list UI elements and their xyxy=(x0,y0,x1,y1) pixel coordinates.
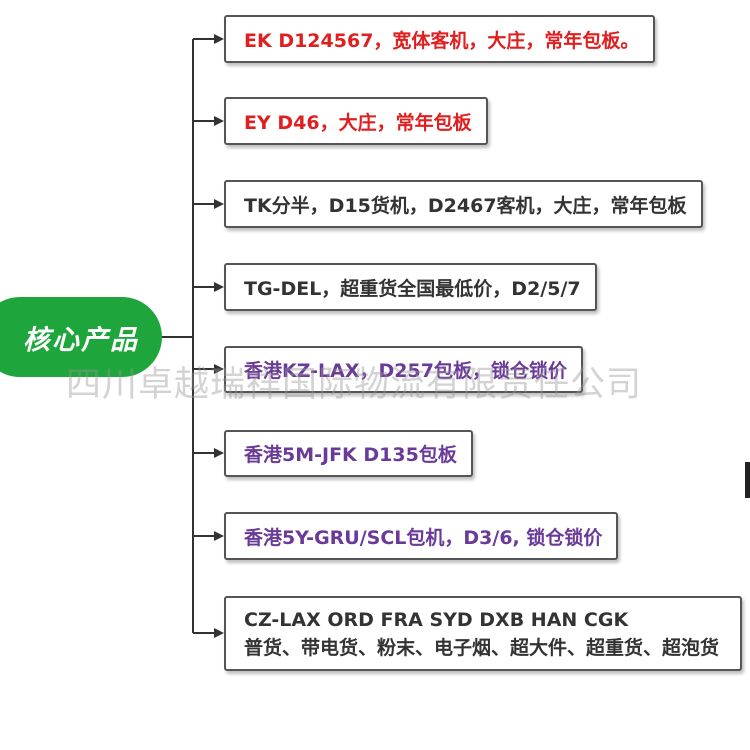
product-box-3: TK分半，D15货机，D2467客机，大庄，常年包板 xyxy=(224,180,703,228)
branch-arrow-6 xyxy=(193,448,224,458)
branch-arrow-1 xyxy=(193,34,224,44)
edge-mark xyxy=(745,462,750,498)
branch-arrow-4 xyxy=(193,282,224,292)
product-text-8-line1: CZ-LAX ORD FRA SYD DXB HAN CGK xyxy=(244,608,629,631)
root-node: 核心产品 xyxy=(0,297,162,377)
branch-arrow-8 xyxy=(193,628,224,638)
product-text-1: EK D124567，宽体客机，大庄，常年包板。 xyxy=(244,29,640,52)
branch-arrow-5 xyxy=(193,364,224,374)
product-text-7: 香港5Y-GRU/SCL包机，D3/6, 锁仓锁价 xyxy=(244,526,603,549)
product-text-2: EY D46，大庄，常年包板 xyxy=(244,111,472,134)
branch-arrow-3 xyxy=(193,199,224,209)
product-box-2: EY D46，大庄，常年包板 xyxy=(224,97,488,145)
product-text-5: 香港KZ-LAX，D257包板，锁仓锁价 xyxy=(244,360,567,382)
branch-arrow-2 xyxy=(193,116,224,126)
root-label: 核心产品 xyxy=(23,324,139,356)
product-text-4: TG-DEL，超重货全国最低价，D2/5/7 xyxy=(244,277,581,300)
product-box-4: TG-DEL，超重货全国最低价，D2/5/7 xyxy=(224,263,597,311)
branch-arrow-7 xyxy=(193,531,224,541)
product-text-8-line2: 普货、带电货、粉末、电子烟、超大件、超重货、超泡货 xyxy=(244,636,720,659)
product-box-6: 香港5M-JFK D135包板 xyxy=(224,430,473,477)
product-text-3: TK分半，D15货机，D2467客机，大庄，常年包板 xyxy=(244,194,687,217)
product-box-5: 香港KZ-LAX，D257包板，锁仓锁价 xyxy=(224,346,583,393)
product-box-1: EK D124567，宽体客机，大庄，常年包板。 xyxy=(224,15,656,63)
product-box-8: CZ-LAX ORD FRA SYD DXB HAN CGK 普货、带电货、粉末… xyxy=(224,596,742,671)
product-text-6: 香港5M-JFK D135包板 xyxy=(244,444,457,466)
product-box-7: 香港5Y-GRU/SCL包机，D3/6, 锁仓锁价 xyxy=(224,512,619,560)
